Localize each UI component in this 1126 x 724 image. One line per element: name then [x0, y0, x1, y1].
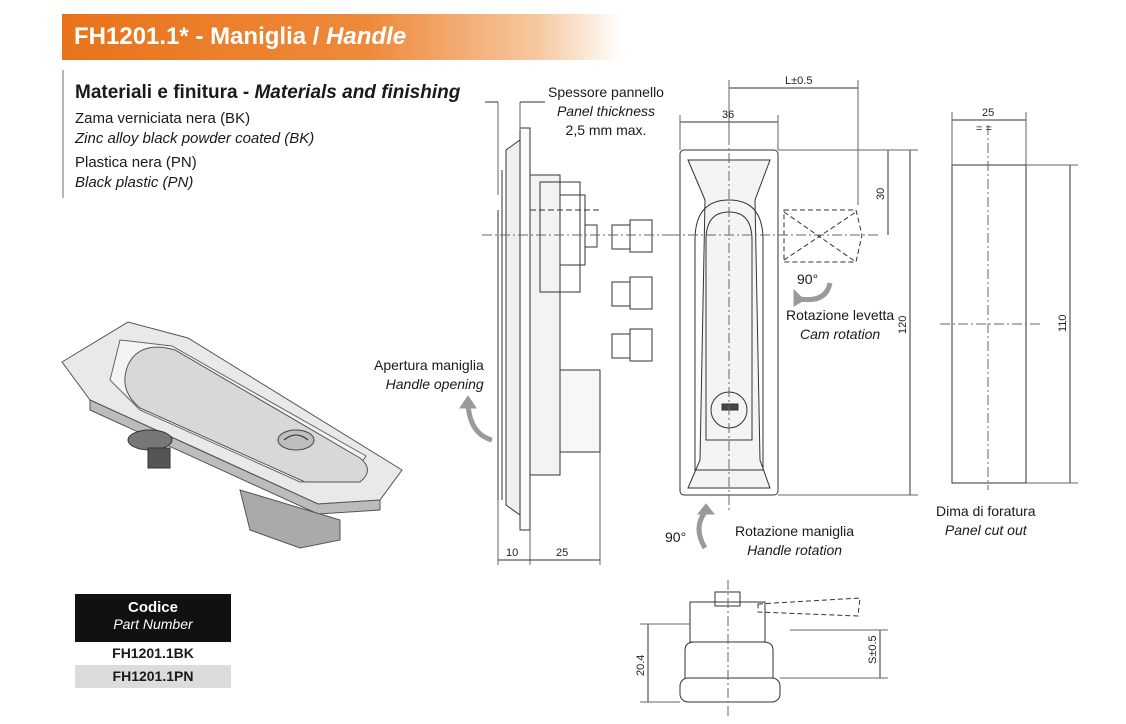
handle-it: Rotazione maniglia	[735, 523, 855, 539]
section-rule	[62, 70, 64, 198]
table-row: FH1201.1BK	[112, 645, 194, 661]
panel-max: 2,5 mm max.	[565, 122, 647, 138]
materials-title-it: Materiali e finitura -	[75, 82, 255, 103]
material-line-1: Zama verniciata nera (BK)	[75, 110, 251, 127]
front-view	[670, 80, 918, 550]
side-view	[459, 101, 680, 565]
cam-it: Rotazione levetta	[786, 307, 895, 323]
cutout-label: Dima di foratura Panel cut out	[936, 502, 1036, 540]
dim-110: 110	[1057, 314, 1069, 332]
material-line-3: Plastica nera (PN)	[75, 154, 197, 171]
bottom-view	[640, 580, 888, 718]
cam-degree: 90°	[797, 271, 819, 287]
handle-opening-label: Apertura maniglia Handle opening	[374, 356, 484, 394]
panel-thickness-label: Spessore pannello Panel thickness 2,5 mm…	[548, 83, 664, 140]
cutout-it: Dima di foratura	[936, 503, 1036, 519]
dim-20-4: 20.4	[635, 655, 647, 676]
table-head-en: Part Number	[113, 616, 193, 632]
opening-en: Handle opening	[385, 376, 484, 392]
dim-L: L±0.5	[785, 75, 812, 87]
dim-30: 30	[875, 188, 887, 200]
cutout-en: Panel cut out	[944, 522, 1027, 538]
materials-title-en: Materials and finishing	[254, 82, 461, 103]
dim-S: S±0.5	[867, 635, 879, 664]
table-head-it: Codice	[127, 599, 178, 616]
material-line-4: Black plastic (PN)	[75, 174, 194, 191]
table-row: FH1201.1PN	[75, 665, 231, 688]
dim-10: 10	[506, 547, 518, 559]
handle-rotation-label: Rotazione maniglia Handle rotation	[735, 522, 854, 560]
material-line-2: Zinc alloy black powder coated (BK)	[75, 130, 315, 147]
panel-it: Spessore pannello	[548, 84, 664, 100]
dim-25-cutout: 25	[982, 107, 994, 119]
opening-it: Apertura maniglia	[374, 357, 484, 373]
dim-120: 120	[897, 316, 909, 334]
handle-degree: 90°	[665, 529, 687, 545]
part-number-table: Codice Part Number FH1201.1BK FH1201.1PN	[75, 594, 231, 688]
product-3d-illustration	[61, 321, 403, 549]
cutout-view	[940, 112, 1078, 490]
table-header: Codice Part Number	[75, 594, 231, 642]
cam-rotation-label: Rotazione levetta Cam rotation	[786, 306, 894, 344]
product-code: FH1201.1* - Maniglia /	[74, 23, 327, 50]
handle-en: Handle rotation	[747, 542, 843, 558]
cam-en: Cam rotation	[800, 326, 881, 342]
page-title: FH1201.1* - Maniglia / Handle	[74, 23, 406, 51]
panel-en: Panel thickness	[556, 103, 656, 119]
title-en: Handle	[326, 23, 407, 50]
dim-eq: = =	[976, 123, 992, 135]
header-band: FH1201.1* - Maniglia / Handle	[62, 14, 622, 60]
dim-25-side: 25	[556, 547, 568, 559]
dim-36: 36	[722, 109, 734, 121]
materials-title: Materiali e finitura - Materials and fin…	[75, 82, 460, 104]
